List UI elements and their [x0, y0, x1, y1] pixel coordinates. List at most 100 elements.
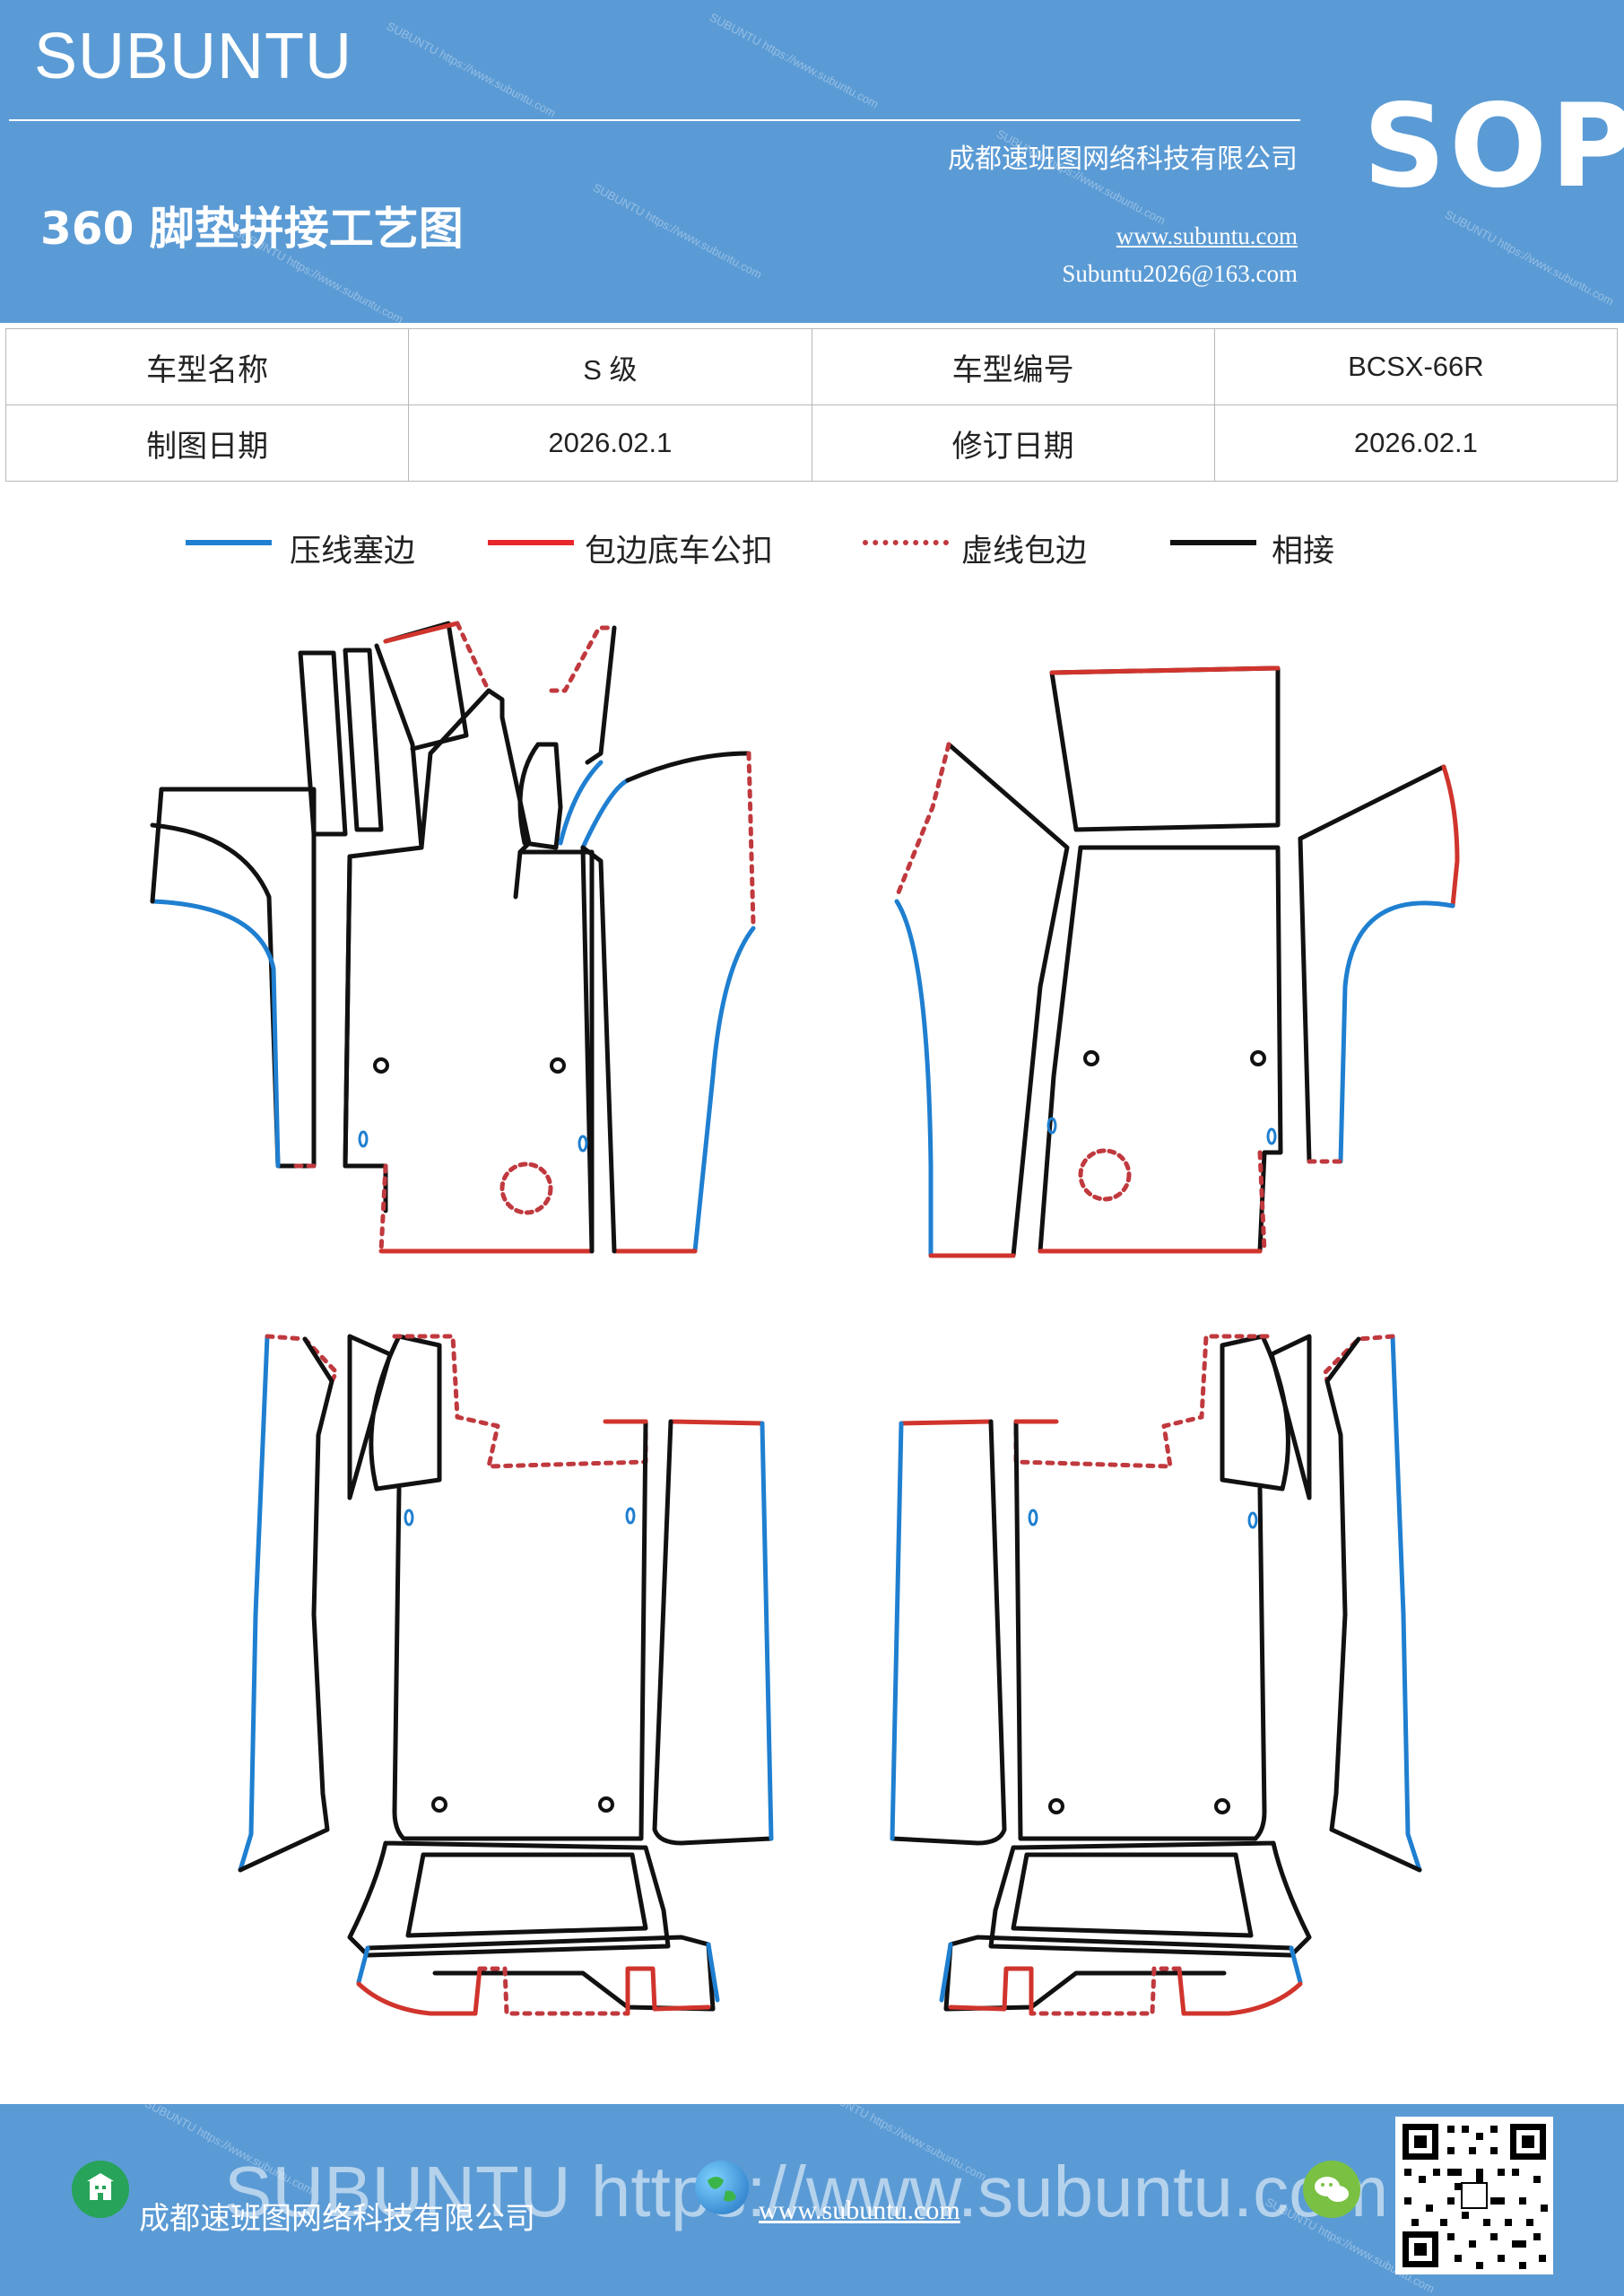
rear-left-mat-assembly [238, 1334, 774, 2016]
wrap-edge [625, 1966, 711, 2016]
press-edge [890, 1421, 904, 1841]
mounting-hole [373, 1057, 389, 1074]
mat-piece [890, 1419, 1007, 1846]
press-edge [1289, 1945, 1303, 1985]
mat-piece [486, 688, 532, 900]
mounting-hole [431, 1796, 447, 1813]
mounting-hole [550, 1057, 566, 1074]
dotted-edge [1029, 1966, 1182, 2016]
revision-date-label: 修订日期 [811, 404, 1215, 482]
mat-piece [238, 1336, 334, 1873]
mat-piece [585, 625, 617, 765]
mat-piece [946, 742, 1070, 1258]
legend-swatch-wrap [488, 540, 574, 545]
mounting-hole [598, 1796, 614, 1813]
table-row: 制图日期 2026.02.1 修订日期 2026.02.1 [4, 404, 1619, 482]
contact-email[interactable]: Subuntu2026@163.com [1062, 260, 1298, 287]
heel-pad-mark [1078, 1148, 1132, 1202]
wrap-edge [899, 1419, 994, 1426]
clip-slot [1266, 1127, 1277, 1145]
dotted-edge [477, 1966, 630, 2016]
model-name-value: S 级 [408, 328, 812, 405]
mat-piece [1011, 1852, 1254, 1938]
mat-piece [343, 643, 424, 1169]
mat-piece [343, 854, 388, 1213]
press-edge [238, 1334, 270, 1873]
wrap-edge [668, 1419, 765, 1426]
revision-date-value: 2026.02.1 [1213, 404, 1619, 482]
mat-piece [419, 688, 491, 850]
press-edge [1338, 900, 1455, 1164]
legend-label: 包边底车公扣 [585, 534, 774, 570]
mat-piece [580, 845, 595, 1254]
mat-piece [625, 751, 751, 783]
press-edge [1390, 1334, 1422, 1873]
drawing-date-value: 2026.02.1 [408, 404, 812, 482]
legend-swatch-press [186, 540, 272, 545]
mat-piece [517, 742, 563, 850]
header-divider [9, 119, 1300, 121]
mounting-hole [1250, 1050, 1266, 1066]
press-edge [558, 760, 604, 846]
website-link[interactable]: www.subuntu.com [1116, 222, 1298, 249]
mounting-hole [1214, 1798, 1230, 1814]
model-code-value: BCSX-66R [1213, 328, 1619, 405]
mounting-hole [1048, 1798, 1064, 1814]
mat-piece [1049, 665, 1281, 832]
dotted-edge [378, 1163, 388, 1254]
dotted-edge [265, 1334, 339, 1384]
front-right-mat-assembly [894, 665, 1460, 1258]
mat-piece [347, 1840, 671, 1958]
mat-piece [652, 1419, 774, 1846]
dotted-edge [549, 625, 617, 693]
press-edge [692, 926, 756, 1254]
clip-slot [1028, 1509, 1038, 1526]
mat-piece [1013, 1419, 1267, 1841]
model-code-label: 车型编号 [811, 328, 1215, 405]
mat-piece [1269, 1334, 1312, 1500]
press-edge [939, 1942, 953, 2003]
front-left-mat-assembly [150, 621, 756, 1254]
header-banner: SUBUNTU https://www.subuntu.com SUBUNTU … [0, 0, 1624, 323]
legend-label: 压线塞边 [290, 534, 416, 570]
mat-piece [343, 648, 384, 832]
mat-piece [580, 845, 617, 1254]
press-edge [150, 899, 281, 1169]
mat-piece [369, 1334, 442, 1492]
model-name-label: 车型名称 [4, 328, 410, 405]
globe-icon [695, 2161, 749, 2214]
legend-label: 虚线包边 [961, 534, 1088, 570]
company-name: 成都速班图网络科技有限公司 [948, 144, 1298, 175]
footer-watermark: SUBUNTU https://www.subuntu.com [224, 2152, 1389, 2231]
table-row: 车型名称 S 级 车型编号 BCSX-66R [4, 328, 1619, 405]
clip-slot [404, 1509, 414, 1526]
dotted-edge [894, 742, 951, 900]
wrap-edge [383, 621, 460, 644]
mat-piece [365, 1935, 716, 2012]
mat-piece [988, 1840, 1312, 1958]
mat-piece [298, 650, 348, 837]
wechat-icon [1303, 2161, 1360, 2218]
legend-swatch-join [1170, 540, 1256, 545]
dotted-edge [1323, 1334, 1395, 1384]
drawing-date-label: 制图日期 [4, 404, 410, 482]
dotted-edge [746, 751, 756, 926]
mat-piece [1220, 1334, 1290, 1492]
mat-piece [392, 1419, 648, 1841]
mat-piece [517, 849, 595, 1254]
press-edge [580, 778, 630, 850]
footer-website-link[interactable]: www.subuntu.com [759, 2196, 960, 2225]
wrap-edge [1049, 665, 1281, 675]
sop-badge: SOP [1363, 80, 1624, 213]
mat-piece [943, 1935, 1294, 2012]
clip-slot [1046, 1117, 1057, 1135]
wrap-edge [356, 1966, 482, 2016]
mounting-hole [1083, 1050, 1099, 1066]
document-title: 360 脚垫拼接工艺图 [40, 203, 464, 255]
mat-piece [150, 787, 164, 904]
dotted-edge [455, 621, 491, 693]
press-edge [706, 1942, 720, 2003]
vehicle-info-table: 车型名称 S 级 车型编号 BCSX-66R 制图日期 2026.02.1 修订… [4, 328, 1619, 482]
brand-name: SUBUNTU [34, 21, 353, 92]
